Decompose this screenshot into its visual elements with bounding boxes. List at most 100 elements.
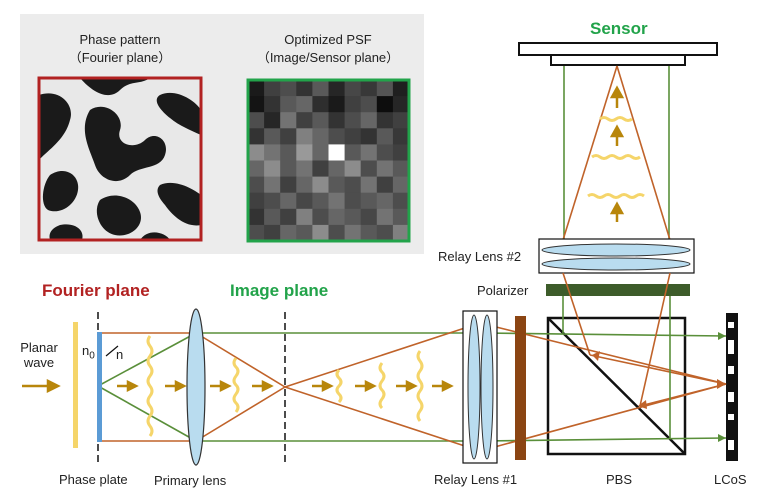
- psf-pixel: [328, 112, 346, 129]
- psf-pixel: [344, 80, 362, 97]
- psf-pixel: [328, 80, 346, 97]
- psf-pixel: [392, 112, 410, 129]
- psf-pixel: [264, 224, 281, 242]
- pbs: [546, 316, 687, 456]
- lcos-arrows: [718, 332, 726, 442]
- psf-pixel: [264, 144, 281, 161]
- phase-pattern-title: Phase pattern （Fourier plane）: [68, 32, 172, 65]
- phase-plate: [97, 332, 102, 442]
- psf-pixel: [344, 128, 362, 145]
- sensor: [518, 42, 718, 66]
- psf-pixel: [344, 144, 362, 161]
- psf-pixel: [264, 128, 281, 145]
- psf-pixel: [376, 96, 394, 113]
- psf-pixel: [280, 80, 297, 97]
- pbs-label: PBS: [606, 472, 633, 487]
- psf-pixel: [376, 128, 394, 145]
- psf-pixel: [280, 112, 297, 129]
- psf-pixel: [376, 176, 394, 194]
- psf-pixel: [360, 176, 378, 194]
- primary-lens-label: Primary lens: [154, 473, 227, 488]
- psf-pixel: [392, 160, 410, 178]
- psf-pixel: [312, 96, 329, 113]
- phase-plate-label: Phase plate: [59, 472, 128, 487]
- n-label: n: [116, 347, 124, 362]
- relay-lens-1: [462, 310, 498, 464]
- psf-pixel: [376, 208, 394, 226]
- psf-pixel: [360, 96, 378, 113]
- psf-pixel: [376, 192, 394, 210]
- planar-wave-label: Planar wave: [20, 340, 58, 370]
- psf-pixel: [360, 208, 378, 226]
- wavefronts: [146, 335, 424, 437]
- psf-pixel: [312, 192, 329, 210]
- psf-pixel: [280, 224, 297, 242]
- psf-pixel: [344, 224, 362, 242]
- image-plane-label: Image plane: [230, 281, 329, 300]
- psf-pixel: [376, 160, 394, 178]
- psf-pixel: [344, 192, 362, 210]
- psf-pixel: [328, 176, 346, 194]
- polarizer-label: Polarizer: [477, 283, 529, 298]
- psf-pixel: [312, 112, 329, 129]
- psf-pixel: [360, 112, 378, 129]
- psf-pixel: [264, 80, 281, 97]
- psf-pixel: [296, 112, 313, 129]
- psf-pixel: [376, 224, 394, 242]
- psf-pixel: [248, 224, 265, 242]
- sensor-rays: [562, 65, 671, 248]
- psf-pixel: [280, 208, 297, 226]
- psf-pixel: [264, 192, 281, 210]
- relay-lens-2: [538, 238, 695, 274]
- psf-pixel: [280, 144, 297, 161]
- psf-pixel: [376, 80, 394, 97]
- fourier-plane-label: Fourier plane: [42, 281, 150, 300]
- psf-pixel: [312, 128, 329, 145]
- psf-pixel: [344, 160, 362, 178]
- psf-pixel: [312, 160, 329, 178]
- psf-title: Optimized PSF （Image/Sensor plane）: [256, 32, 400, 65]
- psf-pixel: [264, 176, 281, 194]
- psf-pixel: [296, 208, 313, 226]
- psf-pixel: [296, 176, 313, 194]
- psf-pixel: [344, 96, 362, 113]
- psf-pixel: [344, 112, 362, 129]
- psf-pixel: [360, 144, 378, 161]
- psf-pixel: [328, 96, 346, 113]
- psf-pixel: [280, 128, 297, 145]
- psf-pixel: [248, 192, 265, 210]
- psf-pixel: [328, 160, 346, 178]
- psf-pixel: [312, 208, 329, 226]
- psf-pixel: [248, 80, 265, 97]
- psf-pixel: [392, 128, 410, 145]
- n0-label: n0: [82, 343, 95, 362]
- psf-pixel: [392, 224, 410, 242]
- psf-pixel: [280, 192, 297, 210]
- propagation-arrows: [22, 378, 454, 394]
- psf-pixel: [312, 80, 329, 97]
- psf-pixel: [264, 160, 281, 178]
- psf-pixel: [328, 192, 346, 210]
- psf-pixel: [360, 160, 378, 178]
- psf-pixel: [360, 224, 378, 242]
- psf-pixel: [392, 208, 410, 226]
- psf-pixel: [360, 192, 378, 210]
- psf-pixel: [296, 96, 313, 113]
- psf-pixel: [376, 112, 394, 129]
- psf-pixel: [248, 96, 265, 113]
- psf-pixel: [392, 96, 410, 113]
- relay-lens-2-label: Relay Lens #2: [438, 249, 522, 264]
- psf-border: [246, 78, 411, 243]
- quarter-wave-plate: [515, 316, 526, 460]
- relay-lens-1-label: Relay Lens #1: [434, 472, 518, 487]
- psf-pixel: [264, 208, 281, 226]
- primary-lens: [186, 308, 206, 466]
- psf-pixel: [360, 128, 378, 145]
- psf-pixel: [392, 80, 410, 97]
- psf-pixel: [312, 224, 329, 242]
- polarizer: [546, 284, 690, 296]
- phase-pattern-image: [37, 76, 203, 242]
- psf-pixel: [280, 176, 297, 194]
- psf-pixel: [248, 208, 265, 226]
